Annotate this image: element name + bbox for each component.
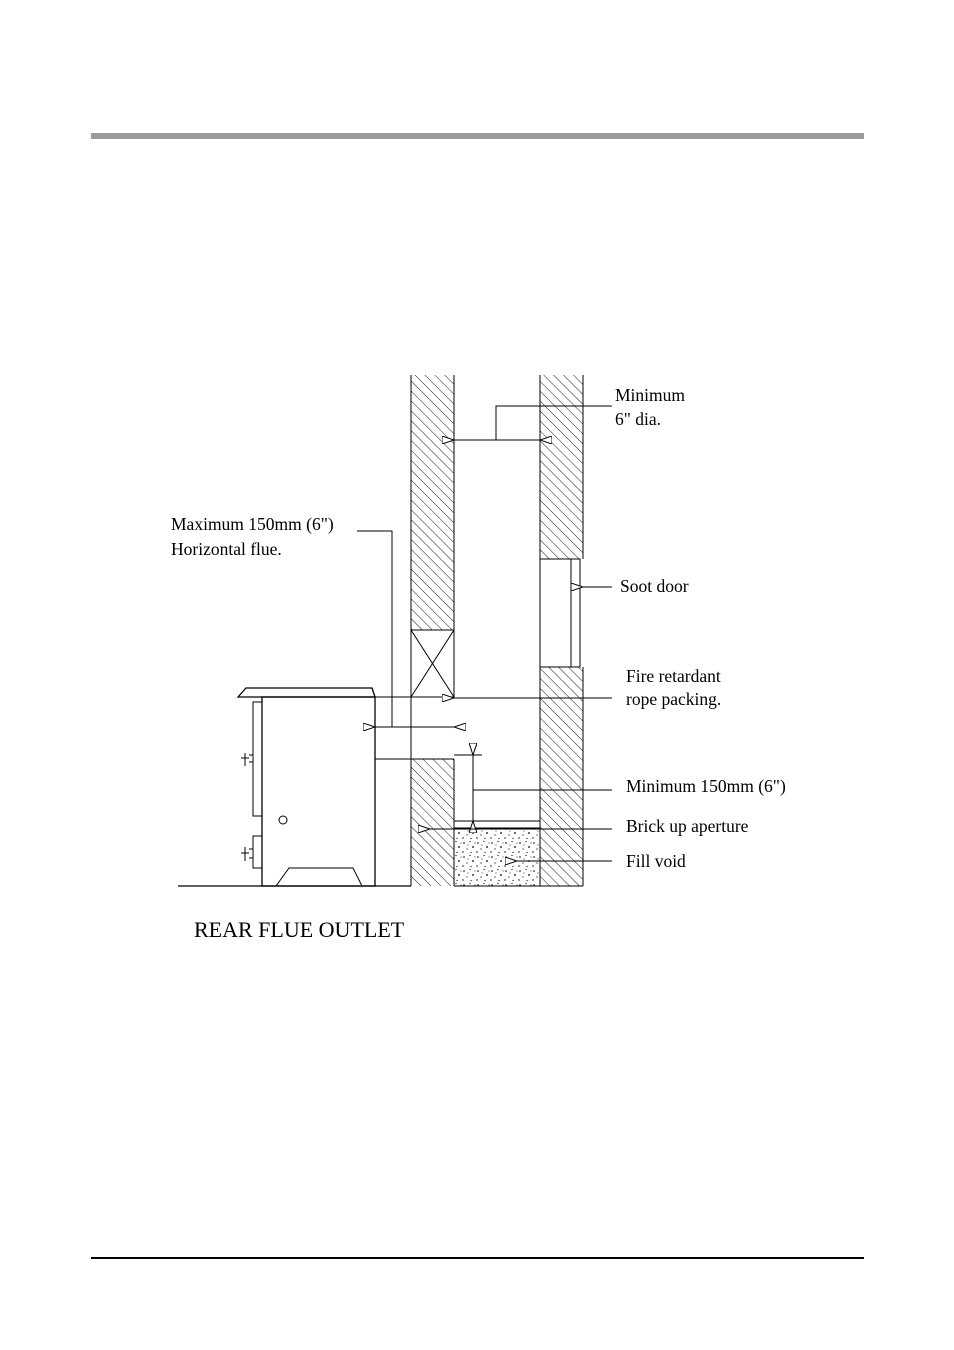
dim-min-dia [454, 406, 612, 440]
label-rope-line1: Fire retardant [626, 666, 721, 686]
diagram-caption: REAR FLUE OUTLET [194, 917, 405, 942]
label-soot-door: Soot door [620, 576, 689, 596]
label-max-flue-line2: Horizontal flue. [171, 539, 282, 559]
dim-min-150 [454, 755, 612, 821]
label-brick-up: Brick up aperture [626, 816, 749, 836]
footer-rule [91, 1257, 864, 1259]
rope-packing-box [411, 630, 454, 697]
label-min-dia-line1: Minimum [615, 385, 685, 405]
label-max-flue-line1: Maximum 150mm (6") [171, 514, 334, 534]
stove [238, 688, 375, 886]
horizontal-flue-pipe [375, 697, 454, 759]
label-rope-line2: rope packing. [626, 689, 721, 709]
label-fill-void: Fill void [626, 851, 686, 871]
fill-void [454, 821, 540, 886]
label-min-dia-line2: 6" dia. [615, 409, 661, 429]
label-min-150: Minimum 150mm (6") [626, 776, 786, 796]
soot-door [540, 559, 580, 667]
